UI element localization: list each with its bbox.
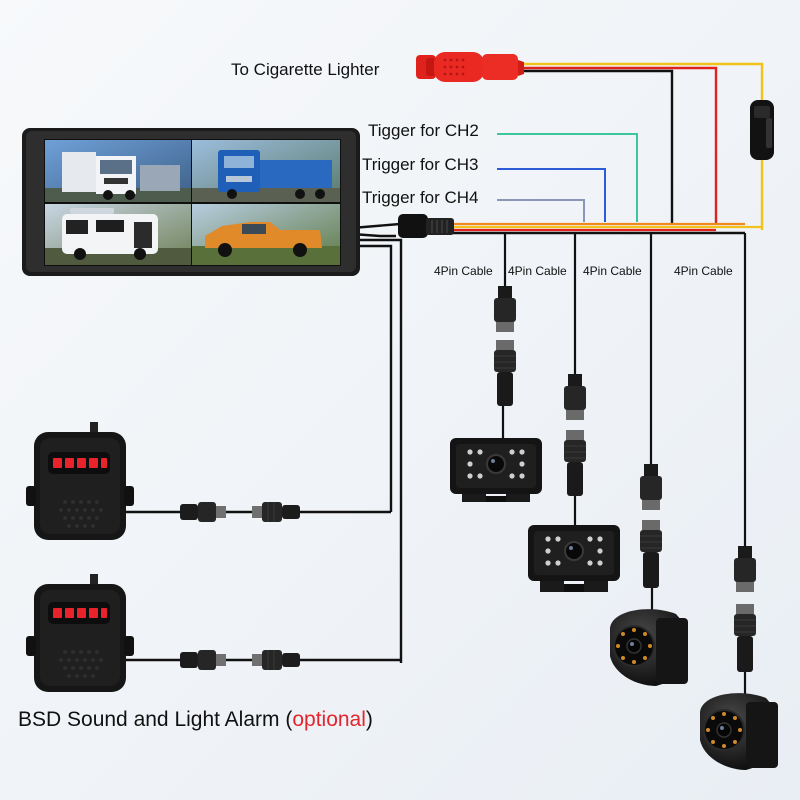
label-bsd-main: BSD Sound and Light Alarm bbox=[18, 708, 280, 731]
connector-cam3 bbox=[640, 464, 662, 588]
bsd-connector-2 bbox=[180, 650, 300, 670]
trigger-ch2-wire bbox=[497, 133, 638, 222]
label-bsd-paren-open: ( bbox=[285, 708, 293, 731]
label-4pin-cable-1: 4Pin Cable bbox=[434, 264, 493, 278]
bsd-connector-1 bbox=[180, 502, 300, 522]
monitor bbox=[22, 128, 360, 276]
rect-camera-2 bbox=[528, 525, 620, 592]
camera-cables bbox=[501, 233, 747, 700]
label-trigger-ch3: Trigger for CH3 bbox=[362, 155, 479, 174]
bsd-connectors bbox=[180, 502, 300, 670]
label-bsd-paren-close: ) bbox=[365, 708, 373, 731]
connector-cam4 bbox=[734, 546, 756, 672]
fuse-holder bbox=[750, 100, 774, 160]
label-trigger-ch2: Tigger for CH2 bbox=[368, 121, 479, 140]
label-bsd-alarm: BSD Sound and Light Alarm (optional) bbox=[18, 708, 373, 732]
label-bsd-optional: optional bbox=[292, 708, 366, 731]
trigger-ch3-wire bbox=[497, 168, 606, 222]
rect-camera-1 bbox=[450, 438, 542, 502]
bsd-alarm-1 bbox=[26, 422, 134, 540]
monitor-quadrant-pickup-truck bbox=[192, 204, 340, 265]
harness-bundle bbox=[452, 222, 762, 235]
monitor-quadrant-blue-truck bbox=[192, 140, 340, 202]
trigger-wires bbox=[497, 133, 638, 222]
connector-cam2 bbox=[564, 374, 586, 496]
cigarette-lighter-plug bbox=[416, 52, 524, 82]
power-wires bbox=[520, 62, 764, 230]
bsd-alarm-2 bbox=[26, 574, 134, 692]
label-cigarette-lighter: To Cigarette Lighter bbox=[231, 60, 380, 79]
label-4pin-cable-4: 4Pin Cable bbox=[674, 264, 733, 278]
connector-cam1 bbox=[494, 286, 516, 406]
monitor-cables bbox=[124, 222, 403, 663]
dome-camera-1 bbox=[610, 609, 688, 686]
trigger-ch4-wire bbox=[497, 199, 585, 222]
label-trigger-ch4: Trigger for CH4 bbox=[362, 188, 479, 207]
label-4pin-cable-2: 4Pin Cable bbox=[508, 264, 567, 278]
monitor-quadrant-truck-front bbox=[45, 140, 191, 202]
aviation-connectors bbox=[494, 286, 756, 672]
label-4pin-cable-3: 4Pin Cable bbox=[583, 264, 642, 278]
harness-plug bbox=[398, 214, 454, 238]
monitor-quadrant-camper-van bbox=[45, 204, 191, 265]
dome-camera-2 bbox=[700, 693, 778, 770]
